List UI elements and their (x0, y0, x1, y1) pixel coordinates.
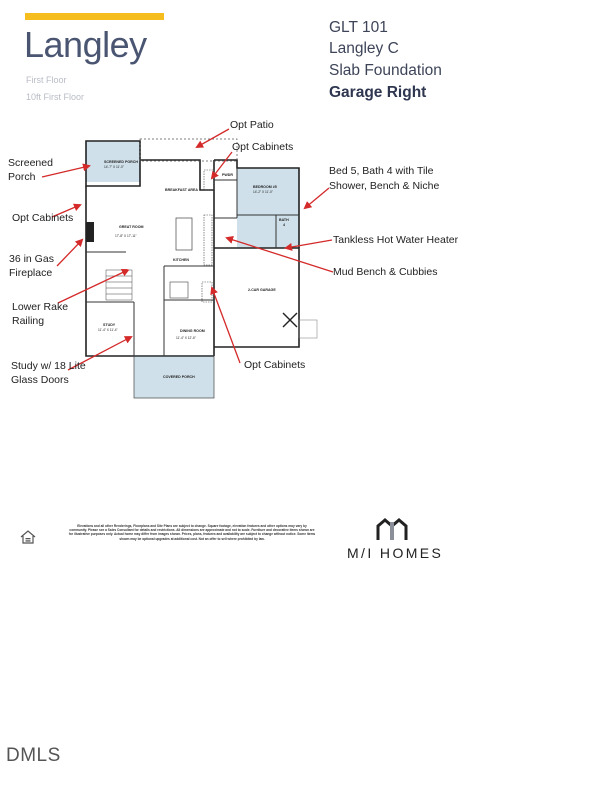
floor-label: First Floor (26, 75, 67, 85)
plan-code: GLT 101 (329, 19, 388, 36)
annotation-study-2: Glass Doors (11, 374, 69, 386)
annotation-bed5-1: Bed 5, Bath 4 with Tile (329, 165, 434, 177)
annotation-study-1: Study w/ 18 Lite (11, 360, 86, 372)
room-garage: 2-CAR GARAGE (248, 288, 276, 292)
opt-patio-outline (139, 138, 238, 162)
covered-porch-outline (133, 355, 215, 399)
plan-name: Langley C (329, 40, 399, 57)
room-bath: BATH (279, 218, 289, 222)
dmls-watermark: DMLS (6, 745, 61, 766)
room-bedroom5: BEDROOM #5 (253, 185, 277, 189)
room-breakfast: BREAKFAST AREA (165, 188, 198, 192)
annotation-lower-rake-2: Railing (12, 315, 45, 327)
screened-porch-fill (86, 141, 140, 182)
opt-cabinets-breakfast (203, 169, 215, 191)
annotation-arrows (41, 128, 334, 371)
room-kitchen: KITCHEN (173, 258, 189, 262)
annotation-tankless: Tankless Hot Water Heater (333, 234, 459, 246)
legal-disclaimer: Elevations and all other Renderings, Flo… (68, 524, 316, 541)
bedroom5-fill (237, 168, 299, 248)
room-study: STUDY (103, 323, 116, 327)
annotation-opt-cabinets-left: Opt Cabinets (12, 212, 74, 224)
room-covered-porch: COVERED PORCH (163, 375, 195, 379)
annotation-lower-rake-1: Lower Rake (12, 301, 69, 313)
room-dining-dim: 11'-4" X 12'-6" (176, 336, 196, 340)
room-study-dim: 11'-4" X 11'-4" (98, 328, 118, 332)
accent-bar (25, 13, 164, 20)
opt-cabinets-dining (201, 281, 213, 303)
interior-walls (86, 168, 299, 356)
room-great-room-dim: 17'-8" X 17'-11" (115, 234, 137, 238)
water-heater-mark (282, 312, 298, 328)
stairs (105, 269, 133, 301)
room-bath-num: 4 (283, 223, 285, 227)
plan-garage: Garage Right (329, 84, 427, 101)
equal-housing-icon (20, 530, 36, 544)
annotation-bed5-2: Shower, Bench & Niche (329, 180, 440, 192)
kitchen-cabinets (203, 214, 213, 266)
room-great-room: GREAT ROOM (119, 225, 144, 229)
kitchen-island (175, 217, 193, 251)
brand-name: M/I HOMES (347, 545, 444, 561)
pantry (169, 281, 189, 299)
annotation-opt-cabinets-bottom: Opt Cabinets (244, 359, 306, 371)
annotation-mud-bench: Mud Bench & Cubbies (333, 266, 438, 278)
room-screened-porch-dim: 14'-7" X 11'-0" (104, 165, 124, 169)
room-dining: DINING ROOM (180, 329, 205, 333)
fireplace (86, 222, 94, 242)
room-bedroom5-dim: 14'-2" X 11'-0" (253, 190, 273, 194)
plan-foundation: Slab Foundation (329, 62, 442, 79)
annotation-fireplace-2: Fireplace (9, 267, 53, 279)
room-powder: PWDR (222, 173, 233, 177)
covered-porch-fill (134, 355, 214, 398)
annotation-screened-porch-2: Porch (8, 171, 36, 183)
mi-homes-logo-icon (376, 518, 408, 540)
annotation-opt-cabinets-top: Opt Cabinets (232, 141, 294, 153)
garage-pad (298, 319, 318, 339)
page-title: Langley (24, 24, 147, 65)
annotation-fireplace-1: 36 in Gas (9, 253, 54, 265)
annotation-screened-porch-1: Screened (8, 157, 53, 169)
room-screened-porch: SCREENED PORCH (104, 160, 138, 164)
ceiling-label: 10ft First Floor (26, 92, 85, 102)
annotation-opt-patio: Opt Patio (230, 119, 274, 131)
